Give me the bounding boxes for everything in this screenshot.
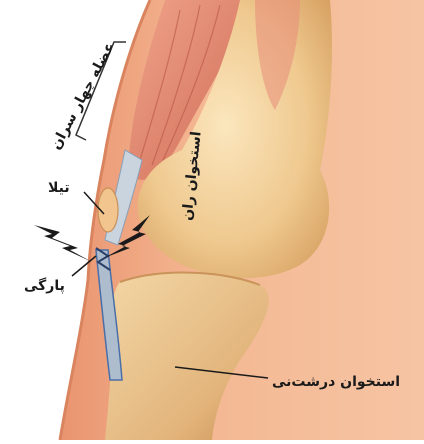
- tendon-label: تیلا: [48, 180, 70, 196]
- tear-label: پارگی: [24, 278, 65, 294]
- lightning-bolt-icon: [34, 225, 92, 262]
- tibia-label: استخوان درشت‌نی: [272, 374, 400, 390]
